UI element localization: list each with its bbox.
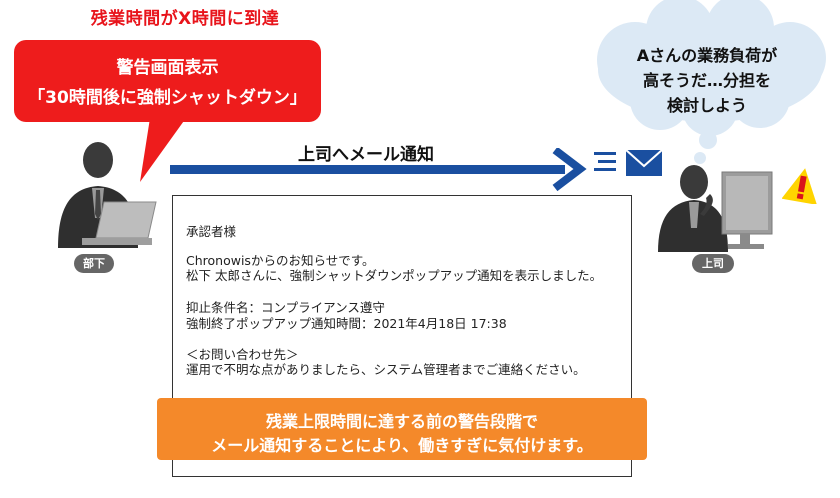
warning-callout-line2: 「30時間後に強制シャットダウン」 — [28, 88, 307, 108]
email-condition: 抑止条件名：コンプライアンス遵守 — [186, 300, 385, 315]
email-intro-line1: Chronowisからのお知らせです。 — [186, 253, 375, 268]
warning-callout-line1: 警告画面表示 — [116, 58, 219, 78]
thought-line1: Aさんの業務負荷が — [636, 46, 778, 65]
thought-bubble — [597, 0, 826, 164]
summary-banner — [157, 398, 647, 460]
arrow-label: 上司へメール通知 — [298, 145, 434, 165]
email-notify-time: 強制終了ポップアップ通知時間：2021年4月18日 17:38 — [186, 316, 507, 331]
role-badge-subordinate: 部下 — [74, 254, 114, 273]
notify-arrow — [170, 148, 587, 192]
email-intro-line2: 松下 太郎さんに、強制シャットダウンポップアップ通知を表示しました。 — [186, 268, 603, 283]
summary-banner-line1: 残業上限時間に達する前の警告段階で — [265, 412, 538, 431]
monitor-icon — [721, 171, 773, 249]
thought-line2: 高そうだ…分担を — [642, 71, 771, 90]
exclamation-icon — [782, 168, 817, 204]
laptop-icon — [82, 201, 157, 245]
warning-callout — [14, 40, 321, 122]
email-contact-heading: ＜お問い合わせ先＞ — [186, 347, 299, 362]
email-greeting: 承認者様 — [186, 224, 237, 239]
boss-person-icon — [658, 165, 728, 252]
trigger-heading: 残業時間がX時間に到達 — [90, 9, 280, 29]
thought-line3: 検討しよう — [666, 96, 747, 115]
summary-banner-line2: メール通知することにより、働きすぎに気付けます。 — [211, 436, 593, 455]
mail-envelope-icon — [594, 149, 663, 176]
email-contact-body: 運用で不明な点がありましたら、システム管理者までご連絡ください。 — [186, 362, 586, 377]
role-badge-boss: 上司 — [692, 254, 734, 273]
red-callout-tail — [140, 118, 186, 182]
